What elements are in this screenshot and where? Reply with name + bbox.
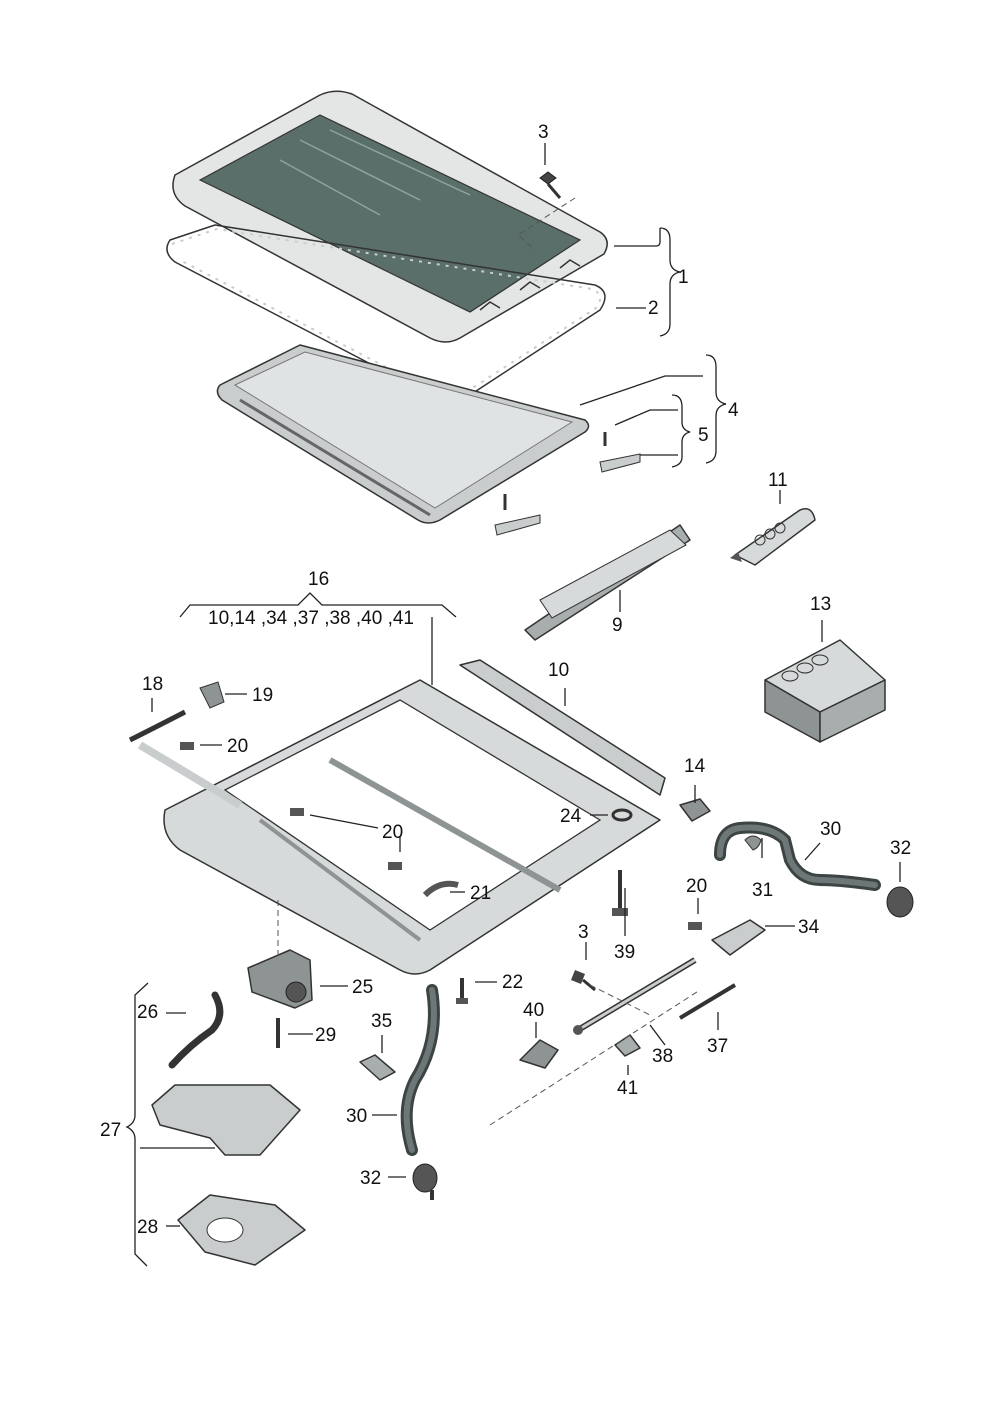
label-20-a: 20 — [227, 736, 248, 757]
motor-mount — [177, 1194, 306, 1266]
hose-front-right — [714, 821, 881, 891]
hose-clamp-35 — [359, 1054, 396, 1081]
slider-assembly-left — [494, 494, 541, 536]
label-30-right: 30 — [820, 819, 841, 840]
label-32-right: 32 — [890, 838, 911, 859]
label-10: 10 — [548, 660, 569, 681]
valve-left — [412, 1163, 438, 1200]
label-3-lower: 3 — [578, 922, 589, 943]
sunroof-frame — [163, 679, 661, 975]
label-32-left: 32 — [360, 1168, 381, 1189]
label-20-c: 20 — [686, 876, 707, 897]
label-16: 16 — [308, 569, 329, 590]
label-34: 34 — [798, 917, 820, 938]
hose-clip — [744, 835, 762, 851]
crank-handle — [168, 991, 224, 1069]
label-29: 29 — [315, 1025, 336, 1046]
sunshade-panel — [216, 344, 590, 524]
label-38: 38 — [652, 1046, 673, 1067]
connecting-rod — [678, 983, 737, 1020]
screw-top — [539, 171, 562, 199]
label-21: 21 — [470, 883, 491, 904]
leader-lines — [125, 143, 901, 1267]
label-2: 2 — [648, 298, 659, 319]
glass-panel — [172, 90, 608, 343]
screw-3-lower — [571, 970, 596, 992]
label-39: 39 — [614, 942, 635, 963]
motor-cover — [151, 1084, 301, 1156]
label-13: 13 — [810, 594, 831, 615]
label-5: 5 — [698, 425, 709, 446]
label-37: 37 — [707, 1036, 728, 1057]
label-35: 35 — [371, 1011, 392, 1032]
motor — [247, 949, 313, 1009]
label-27: 27 — [100, 1120, 121, 1141]
slider-assembly-right — [599, 432, 641, 473]
valve-right — [886, 886, 914, 918]
grease-tube — [730, 508, 816, 566]
screw-39 — [612, 870, 628, 916]
label-1: 1 — [678, 267, 689, 288]
label-4: 4 — [728, 400, 739, 421]
drain-trough — [128, 709, 243, 809]
label-11: 11 — [768, 470, 788, 491]
label-28: 28 — [137, 1217, 158, 1238]
dashed-guides — [277, 197, 701, 1126]
part-labels: 3 1 2 4 5 11 9 13 16 10,14 ,34 ,37 ,38 ,… — [100, 122, 911, 1238]
label-40: 40 — [523, 1000, 544, 1021]
label-19: 19 — [252, 685, 273, 706]
label-31: 31 — [752, 880, 773, 901]
label-22: 22 — [502, 972, 523, 993]
label-30-left: 30 — [346, 1106, 367, 1127]
repair-kit-box — [764, 639, 886, 743]
label-18: 18 — [142, 674, 163, 695]
label-20-b: 20 — [382, 822, 403, 843]
switch-module — [679, 798, 711, 822]
grommet — [611, 808, 633, 822]
label-41: 41 — [617, 1078, 638, 1099]
lever-assembly — [573, 957, 697, 1035]
label-25: 25 — [352, 977, 373, 998]
hose-rear — [400, 984, 440, 1156]
label-26: 26 — [137, 1002, 158, 1023]
label-16-components: 10,14 ,34 ,37 ,38 ,40 ,41 — [208, 608, 414, 629]
label-9: 9 — [612, 615, 623, 636]
buffer-pads — [180, 681, 702, 930]
label-3-top: 3 — [538, 122, 549, 143]
bracket-40 — [519, 1039, 559, 1069]
label-24: 24 — [560, 806, 582, 827]
clip-41 — [614, 1034, 641, 1057]
guide-rail — [524, 524, 691, 641]
label-14: 14 — [684, 756, 706, 777]
screw-22 — [456, 978, 468, 1004]
front-cross-member — [459, 659, 666, 796]
drive-cable-bracket — [711, 919, 766, 956]
